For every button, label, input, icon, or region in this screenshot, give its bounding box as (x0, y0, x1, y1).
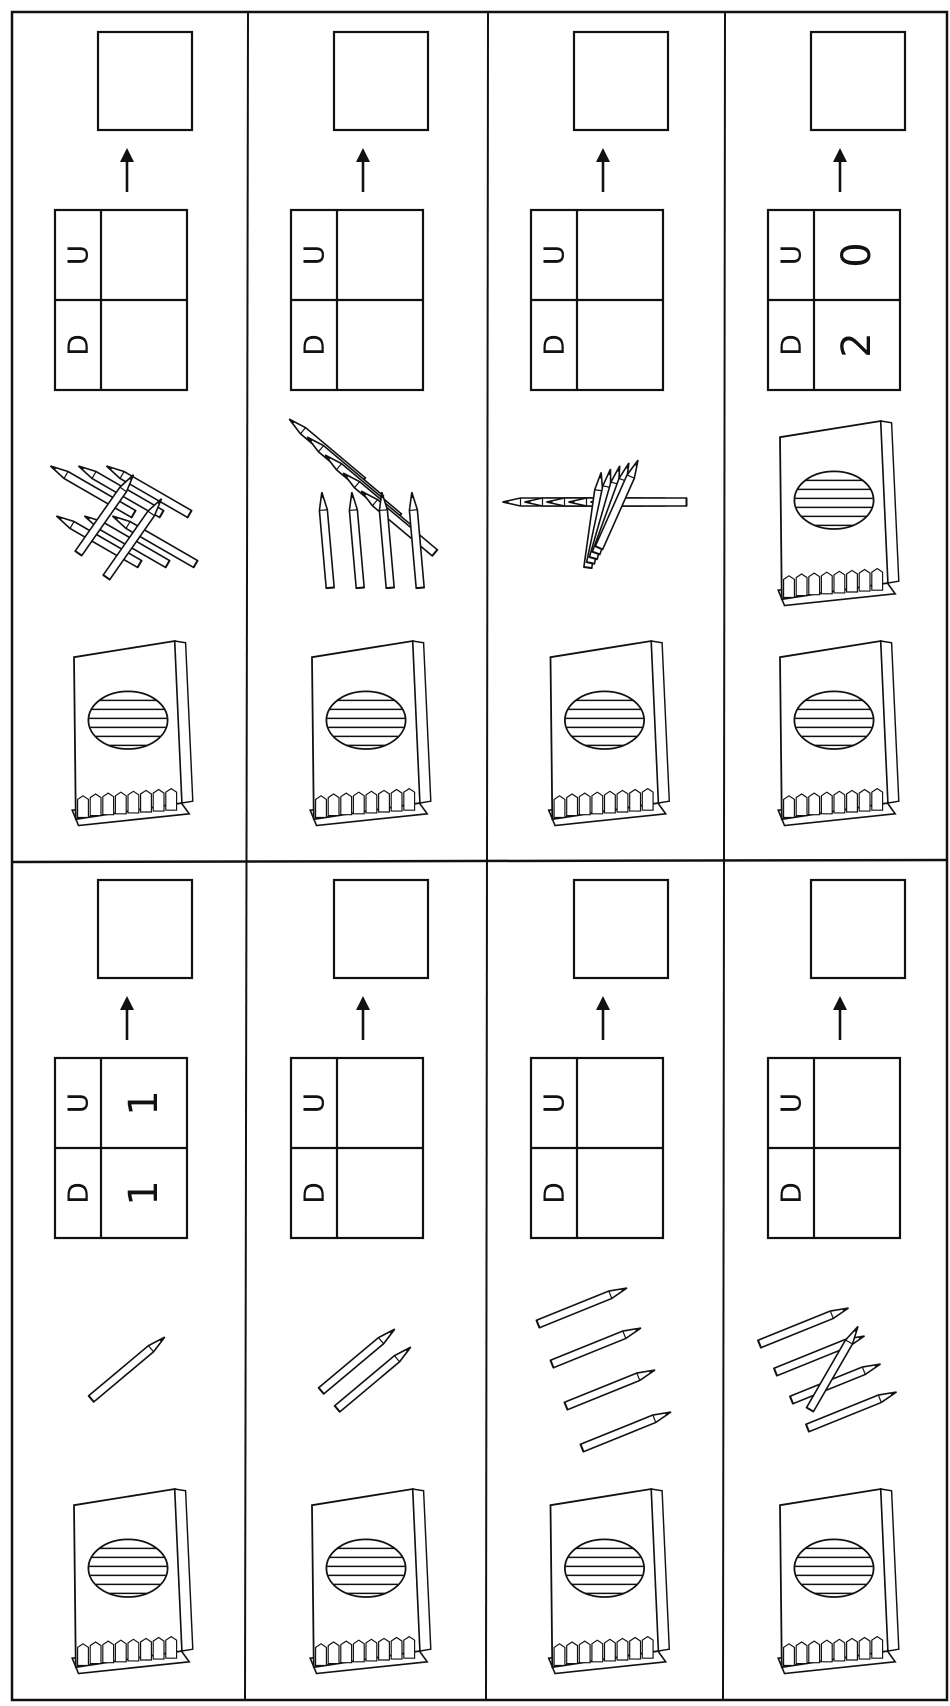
loose-pencil (319, 1326, 398, 1394)
tens-answer[interactable]: 1 (121, 1180, 167, 1205)
tens-answer[interactable]: 2 (834, 332, 880, 357)
exercise-top-2: UD (287, 32, 438, 826)
place-value-table: UD (291, 210, 423, 390)
units-label: U (538, 1093, 571, 1114)
loose-pencil (564, 1366, 656, 1409)
loose-pencil (359, 488, 438, 556)
crayon-box-ten (549, 641, 670, 826)
crayon-box-ten (72, 1489, 193, 1674)
tens-label: D (62, 1182, 95, 1204)
loose-pencil (335, 1344, 414, 1412)
result-answer-box[interactable] (98, 32, 192, 130)
units-label: U (298, 245, 331, 266)
units-label: U (538, 245, 571, 266)
arrow-up-icon (833, 996, 847, 1040)
exercise-bottom-1: U D 1 1 (55, 880, 193, 1674)
crayon-box-ten (310, 641, 431, 826)
exercise-bottom-4: UD (758, 880, 905, 1674)
exercise-top-3: UD (503, 32, 687, 826)
arrow-up-icon (356, 148, 370, 192)
exercise-top-4: U D 0 2 (768, 32, 905, 826)
arrow-up-icon (596, 996, 610, 1040)
loose-pencil (348, 492, 364, 588)
units-label: U (775, 245, 808, 266)
loose-pencil (758, 1304, 850, 1347)
crayon-box-ten (778, 1489, 899, 1674)
result-answer-box[interactable] (574, 32, 668, 130)
arrow-up-icon (833, 148, 847, 192)
tens-label: D (775, 1182, 808, 1204)
place-value-table: U D 1 1 (55, 1058, 187, 1238)
units-label: U (62, 245, 95, 266)
crayon-box-ten (310, 1489, 431, 1674)
crayon-box-ten (778, 641, 899, 826)
exercise-bottom-3: UD (531, 880, 673, 1674)
place-value-table: UD (531, 210, 663, 390)
result-answer-box[interactable] (334, 880, 428, 978)
tens-label: D (62, 334, 95, 356)
loose-pencil (807, 1324, 862, 1411)
tens-label: D (538, 334, 571, 356)
loose-pencil (536, 1284, 628, 1327)
tens-label: D (538, 1182, 571, 1204)
arrow-up-icon (120, 996, 134, 1040)
loose-pencil (550, 1324, 642, 1367)
units-label: U (62, 1093, 95, 1114)
arrow-up-icon (596, 148, 610, 192)
tens-label: D (298, 334, 331, 356)
result-answer-box[interactable] (574, 880, 668, 978)
result-answer-box[interactable] (334, 32, 428, 130)
loose-pencil (318, 492, 334, 588)
units-label: U (298, 1093, 331, 1114)
crayon-box-ten (72, 641, 193, 826)
tens-label: D (298, 1182, 331, 1204)
units-label: U (775, 1093, 808, 1114)
place-value-table: UD (291, 1058, 423, 1238)
exercise-top-1: UD (48, 32, 197, 826)
tens-label: D (775, 334, 808, 356)
result-answer-box[interactable] (811, 880, 905, 978)
crayon-box-ten (778, 421, 899, 606)
loose-pencil (580, 1408, 672, 1451)
loose-pencil (89, 1334, 168, 1402)
units-answer[interactable]: 1 (121, 1090, 167, 1115)
crayon-box-ten (549, 1489, 670, 1674)
place-value-table: UD (768, 1058, 900, 1238)
place-value-table: U D 0 2 (768, 210, 900, 390)
place-value-table: UD (531, 1058, 663, 1238)
result-answer-box[interactable] (98, 880, 192, 978)
arrow-up-icon (120, 148, 134, 192)
arrow-up-icon (356, 996, 370, 1040)
units-answer[interactable]: 0 (834, 242, 880, 267)
place-value-table: UD (55, 210, 187, 390)
result-answer-box[interactable] (811, 32, 905, 130)
exercise-bottom-2: UD (291, 880, 431, 1674)
